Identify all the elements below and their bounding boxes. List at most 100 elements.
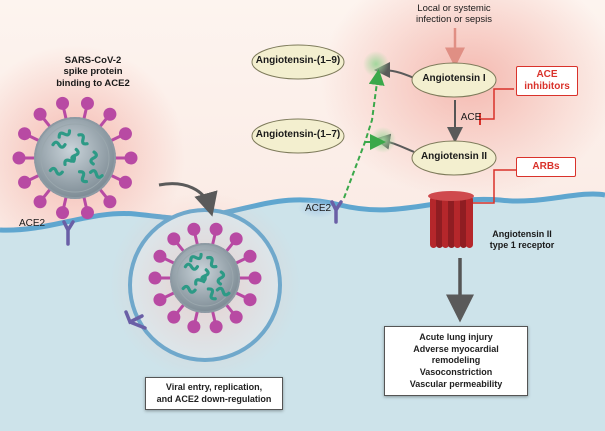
ace-inhibitors-box: ACE inhibitors — [516, 66, 578, 96]
spike-head — [118, 175, 132, 189]
spike-head — [148, 271, 162, 285]
receptor-helix — [430, 196, 437, 248]
entry-arrow — [158, 182, 218, 217]
viral-entry-line: Viral entry, replication, — [165, 382, 263, 392]
effect-item: Vascular permeability — [409, 378, 503, 389]
infection-label: Local or systemic infection or sepsis — [394, 3, 514, 26]
angiotensin-1-7-label: Angiotensin-(1–7) — [255, 129, 341, 140]
spike-head — [18, 127, 32, 141]
spike-head — [209, 320, 223, 334]
rna-segment — [48, 166, 64, 176]
spike-head — [187, 320, 201, 334]
spike-head — [80, 96, 94, 110]
infection-label-line: infection or sepsis — [415, 14, 493, 26]
viral-entry-box: Viral entry, replication, and ACE2 down-… — [145, 377, 283, 411]
arbs-box: ARBs — [516, 157, 576, 177]
cell-membrane — [0, 191, 605, 233]
spike-head — [18, 175, 32, 189]
spike-head — [103, 195, 117, 209]
ace-inhibitors-line: ACE — [536, 69, 558, 80]
green-glow — [363, 51, 389, 77]
rna-segment — [77, 170, 89, 184]
receptor-label-line: Angiotensin II — [492, 229, 552, 239]
rna-segment — [215, 286, 231, 297]
virus-inner-membrane — [40, 123, 110, 193]
spike-head — [56, 96, 70, 110]
spike-head — [229, 310, 243, 324]
virus-caption: SARS-CoV-2 spike protein binding to ACE2 — [40, 55, 146, 89]
spike-head — [153, 249, 167, 263]
receptor-cap — [428, 191, 474, 201]
ace2-receptor-icon — [124, 310, 147, 330]
rna-segment — [70, 147, 80, 163]
ellipse-ang19 — [251, 44, 345, 80]
spike-head — [167, 310, 181, 324]
rna-segment — [216, 270, 226, 286]
ace-inhibitor-line — [480, 88, 514, 120]
receptor-helix — [442, 196, 449, 248]
spike-head — [229, 232, 243, 246]
effect-item: remodeling — [431, 355, 481, 366]
ace-inhibitors-line: inhibitors — [524, 81, 570, 92]
spike-head — [187, 222, 201, 236]
rna-segment — [206, 287, 217, 301]
virus-caption-line: binding to ACE2 — [56, 77, 130, 89]
effects-box: Acute lung injury Adverse myocardial rem… — [384, 326, 528, 397]
spike-head — [33, 195, 47, 209]
rna-segment — [200, 268, 210, 284]
spike-head — [243, 293, 257, 307]
ace2-label-mid: ACE2 — [304, 203, 332, 214]
rna-segment — [88, 169, 104, 179]
spike-head — [248, 271, 262, 285]
spike-head — [56, 206, 70, 220]
rna-segment — [189, 252, 203, 263]
ace2-label-left: ACE2 — [18, 218, 46, 229]
spike-head — [80, 206, 94, 220]
angiotensin-1-9-label: Angiotensin-(1–9) — [255, 55, 341, 66]
rna-segment — [206, 255, 218, 269]
spike-head — [103, 107, 117, 121]
virus-caption-line: SARS-CoV-2 — [64, 55, 122, 66]
green-glow — [370, 127, 396, 153]
receptor-helix — [466, 196, 473, 248]
rna-segment — [89, 150, 98, 166]
rna-segment — [181, 284, 197, 294]
spike-head — [124, 151, 138, 165]
ellipse-ang1 — [411, 62, 497, 98]
virus-particle-internalized — [148, 222, 262, 334]
ace-label: ACE — [460, 112, 482, 123]
spike-head — [209, 222, 223, 236]
receptor-helix — [448, 196, 455, 248]
virus-caption-line: spike protein — [63, 66, 123, 78]
ace2-receptor-icon — [330, 200, 343, 224]
effect-item: Adverse myocardial — [413, 343, 499, 354]
spike-head — [167, 232, 181, 246]
ace2-receptor-icon — [62, 220, 75, 246]
rna-segment — [51, 140, 67, 149]
receptor-label: Angiotensin II type 1 receptor — [474, 229, 570, 251]
rna-segment — [194, 274, 207, 286]
rna-segment — [57, 129, 72, 139]
ellipse-ang17 — [251, 118, 345, 154]
spike-head — [243, 249, 257, 263]
spike-head — [33, 107, 47, 121]
virus-inner-membrane — [176, 249, 234, 307]
infection-label-line: Local or systemic — [417, 3, 491, 14]
at1-receptor-icon — [428, 191, 474, 248]
ace2-glow — [298, 198, 338, 218]
spike-head — [12, 151, 26, 165]
spike-head — [153, 293, 167, 307]
spike-head — [118, 127, 132, 141]
viral-entry-line: and ACE2 down-regulation — [156, 393, 272, 404]
receptor-label-line: type 1 receptor — [489, 239, 555, 250]
arb-inhibitor-line — [466, 169, 516, 204]
virus-particle — [12, 96, 138, 220]
rna-segment — [183, 262, 199, 271]
angiotensin-2-label: Angiotensin II — [420, 151, 488, 162]
receptor-helix — [460, 196, 467, 248]
receptor-helix — [436, 196, 443, 248]
receptor-helix — [454, 196, 461, 248]
rna-segment — [77, 133, 89, 146]
